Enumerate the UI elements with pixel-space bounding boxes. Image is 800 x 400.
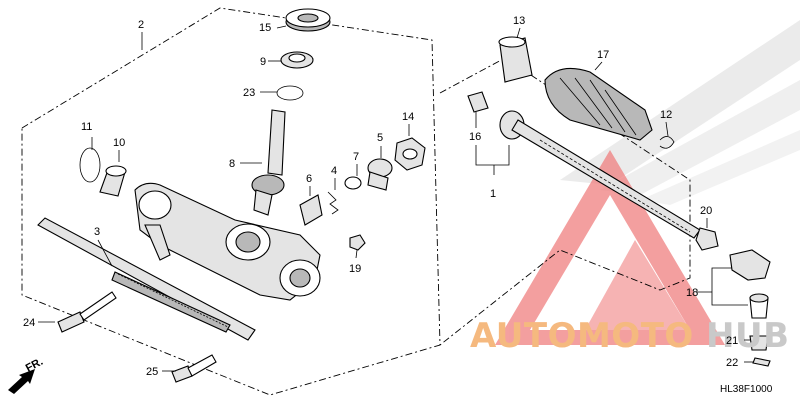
callout-19: 19 <box>349 263 361 275</box>
adjust-bolt <box>367 158 393 191</box>
callout-20: 20 <box>700 205 712 217</box>
rack-boot <box>544 67 653 141</box>
bushing-10 <box>99 165 127 197</box>
cotter-pin <box>752 357 771 367</box>
lock-nut <box>394 137 426 171</box>
callout-25: 25 <box>146 366 158 378</box>
boot-band <box>498 36 533 83</box>
oil-seal <box>285 8 331 32</box>
callout-16: 16 <box>469 131 481 143</box>
rack-guide <box>299 194 323 226</box>
callout-2: 2 <box>138 19 144 31</box>
tie-rod-nut <box>695 227 719 251</box>
bolt-25 <box>171 354 217 383</box>
tie-rod-end <box>729 249 771 319</box>
boot-clip <box>659 136 675 149</box>
snap-ring <box>276 85 304 101</box>
watermark-logo-icon <box>495 150 725 345</box>
callout-4: 4 <box>331 165 337 177</box>
callout-12: 12 <box>660 109 672 121</box>
gear-housing <box>134 182 321 301</box>
guide-washer <box>344 176 362 190</box>
callout-21: 21 <box>726 335 738 347</box>
watermark-text-primary: AUTOMOTO <box>470 316 694 356</box>
nut-19 <box>349 234 366 251</box>
callout-15: 15 <box>259 22 271 34</box>
o-ring-11 <box>79 147 101 183</box>
lock-washer <box>467 91 489 113</box>
front-arrow-icon <box>8 369 35 394</box>
rack-bar <box>37 217 256 341</box>
callout-14: 14 <box>402 111 414 123</box>
leader-lines <box>38 25 753 372</box>
bearing-ring <box>280 51 314 69</box>
bolt-24 <box>57 291 117 333</box>
tie-rod <box>499 110 701 239</box>
castle-nut <box>749 335 769 351</box>
callout-9: 9 <box>260 56 266 68</box>
diagram-code: HL38F1000 <box>720 384 773 395</box>
assembly-outline-housing <box>21 7 441 396</box>
callout-3: 3 <box>94 226 100 238</box>
front-label: FR. <box>24 356 45 375</box>
callout-18: 18 <box>686 287 698 299</box>
pinion-shaft <box>251 109 286 216</box>
callout-7: 7 <box>353 151 359 163</box>
brand-wing-watermark <box>560 20 800 205</box>
guide-spring <box>327 191 339 215</box>
callout-17: 17 <box>597 49 609 61</box>
callout-11: 11 <box>81 121 92 133</box>
callout-8: 8 <box>229 158 235 170</box>
callout-13: 13 <box>513 15 525 27</box>
callout-24: 24 <box>23 317 35 329</box>
callout-23: 23 <box>243 87 255 99</box>
callout-22: 22 <box>726 357 738 369</box>
callout-10: 10 <box>113 137 125 149</box>
callouts: 2 3 11 10 8 15 9 23 6 4 7 5 14 19 24 25 … <box>23 15 738 378</box>
callout-1: 1 <box>490 188 496 200</box>
callout-6: 6 <box>306 173 312 185</box>
assembly-outline-rod <box>439 57 691 346</box>
callout-5: 5 <box>377 132 383 144</box>
watermark-text-secondary: HUB <box>706 316 789 356</box>
